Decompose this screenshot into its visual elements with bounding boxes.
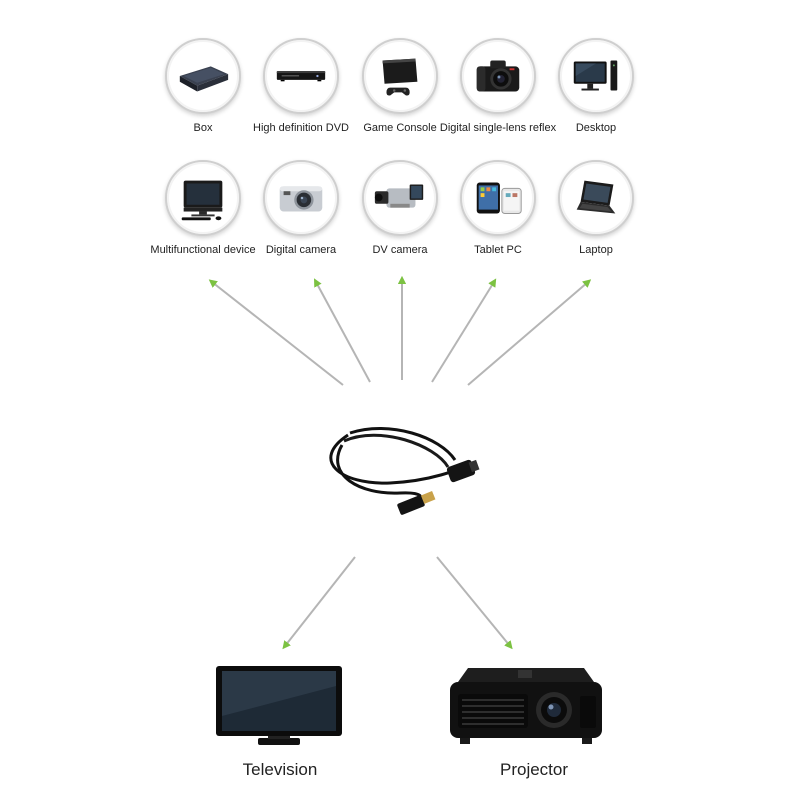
device-box: Box	[143, 38, 263, 134]
arrow-to-multifunctional	[208, 279, 344, 386]
arrow-to-laptop	[467, 279, 592, 386]
device-label: Desktop	[575, 122, 617, 134]
arrow-to-projector	[436, 556, 513, 650]
projector	[444, 664, 608, 750]
device-desktop: Desktop	[536, 38, 656, 134]
device-tablet: Tablet PC	[438, 160, 558, 256]
all-in-one-pc-icon	[181, 180, 223, 221]
television-icon	[216, 666, 342, 745]
device-label: Box	[193, 122, 213, 134]
dslr-camera-icon	[476, 60, 520, 92]
device-label: High definition DVD	[253, 122, 349, 134]
hdmi-cable-icon	[329, 427, 480, 515]
device-label: Tablet PC	[474, 244, 522, 256]
device-label: Digital camera	[265, 244, 337, 256]
arrow-to-digital-camera	[314, 278, 371, 383]
compact-camera-icon	[279, 186, 323, 212]
device-game-console: Game Console	[340, 38, 460, 134]
device-label: Multifunctional device	[150, 244, 256, 256]
target-label-television: Television	[242, 760, 318, 779]
camcorder-icon	[374, 184, 424, 208]
device-label: Digital single-lens reflex	[439, 122, 557, 134]
device-label: Game Console	[363, 122, 437, 134]
device-multifunctional: Multifunctional device	[143, 160, 263, 256]
device-dv-camera: DV camera	[340, 160, 460, 256]
tablet-icon	[476, 182, 522, 214]
projector-icon	[450, 668, 602, 744]
arrow-to-television	[282, 556, 356, 650]
dvd-player-icon	[276, 71, 326, 82]
game-console-icon	[382, 58, 418, 96]
arrow-to-tablet	[431, 278, 497, 383]
desktop-icon	[573, 60, 618, 91]
device-label: Laptop	[579, 244, 613, 256]
television	[212, 664, 346, 750]
device-label: DV camera	[372, 244, 428, 256]
device-digital-camera: Digital camera	[241, 160, 361, 256]
laptop-icon	[576, 180, 616, 214]
device-dslr: Digital single-lens reflex	[438, 38, 558, 134]
device-hd-dvd: High definition DVD	[241, 38, 361, 134]
media-box-icon	[179, 66, 229, 92]
hdmi-cable	[320, 415, 480, 525]
target-label-projector: Projector	[499, 760, 569, 779]
device-laptop: Laptop	[536, 160, 656, 256]
